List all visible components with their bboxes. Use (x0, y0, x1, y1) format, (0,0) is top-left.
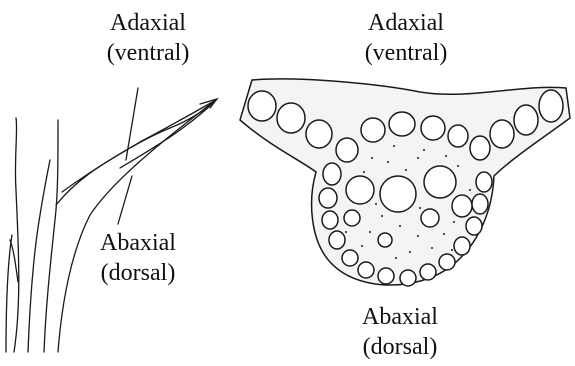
right-abaxial-label-line2: (dorsal) (340, 332, 460, 362)
left-abaxial-label-line1: Abaxial (78, 228, 198, 258)
left-abaxial-label: Abaxial (dorsal) (78, 228, 198, 288)
left-adaxial-label-line1: Adaxial (88, 8, 208, 38)
right-adaxial-label: Adaxial (ventral) (346, 8, 466, 68)
left-adaxial-label: Adaxial (ventral) (88, 8, 208, 68)
right-abaxial-label: Abaxial (dorsal) (340, 302, 460, 362)
left-adaxial-label-line2: (ventral) (88, 38, 208, 68)
right-abaxial-label-line1: Abaxial (340, 302, 460, 332)
right-adaxial-label-line2: (ventral) (346, 38, 466, 68)
right-adaxial-label-line1: Adaxial (346, 8, 466, 38)
left-abaxial-label-line2: (dorsal) (78, 258, 198, 288)
